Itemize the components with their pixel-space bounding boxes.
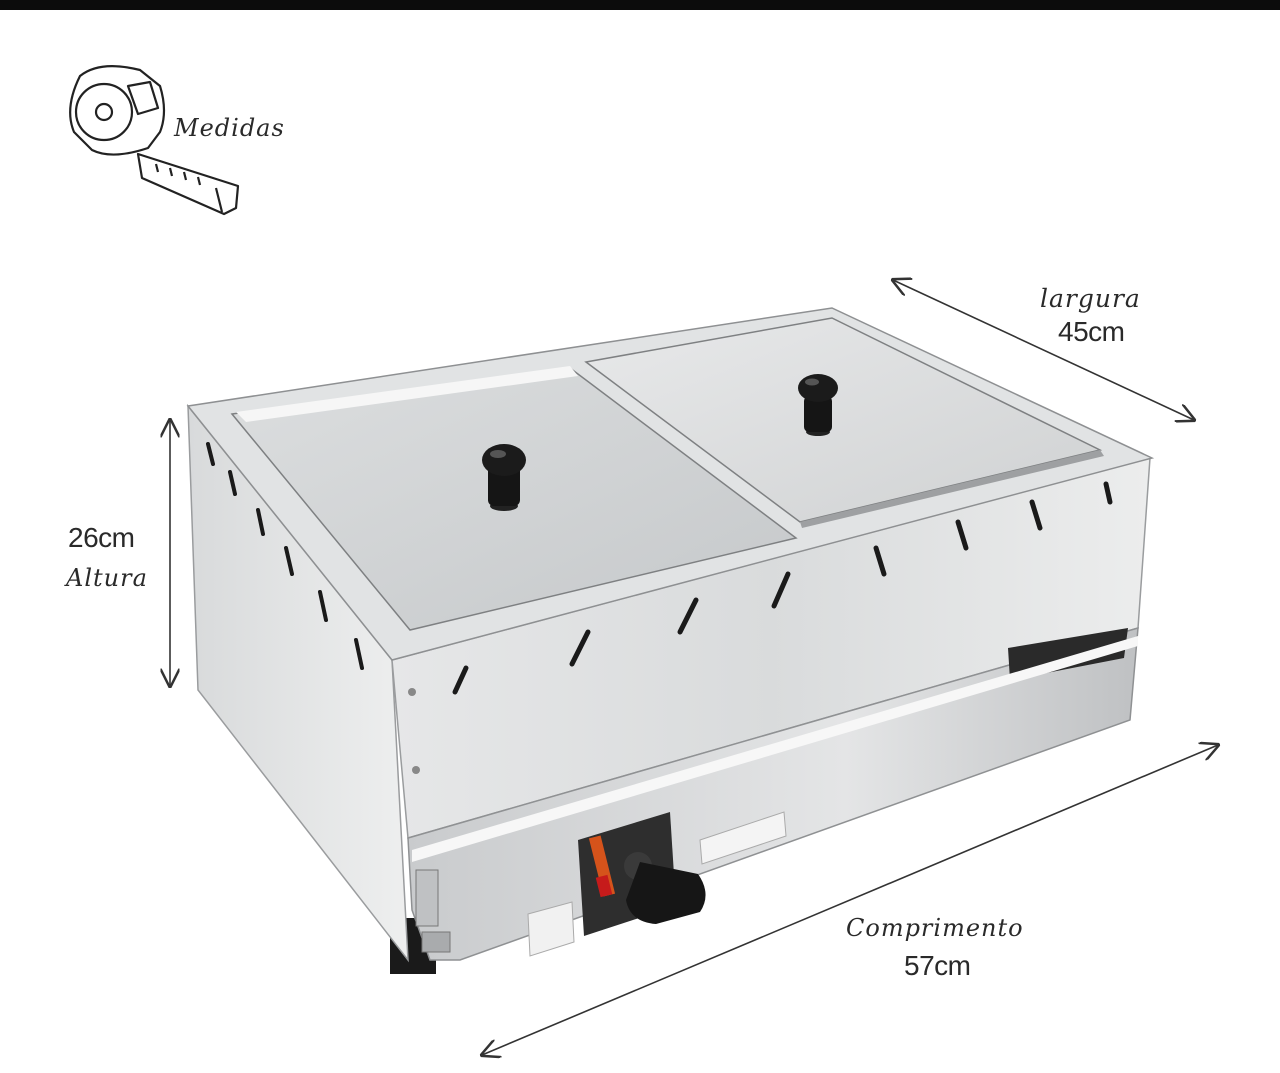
top-bar [0, 0, 1280, 10]
width-arrow [893, 280, 1194, 420]
front-vents [452, 481, 1113, 695]
legend-title: Medidas [174, 114, 285, 142]
length-arrow [482, 745, 1218, 1055]
length-label: Comprimento [846, 914, 1024, 942]
gas-inlet [415, 869, 451, 953]
left-lid-knob[interactable] [482, 444, 526, 511]
left-vents [206, 442, 364, 670]
front-screw [412, 766, 420, 774]
tape-measure-icon [69, 65, 240, 216]
height-label: Altura [66, 564, 148, 592]
lid-highlight [236, 366, 578, 422]
width-label: largura [1040, 284, 1141, 313]
height-value: 26cm [68, 522, 135, 553]
length-value: 57cm [904, 950, 971, 981]
width-value: 45cm [1058, 316, 1125, 347]
front-screw [408, 688, 416, 696]
lid-edge [800, 450, 1104, 528]
right-lid-knob[interactable] [798, 374, 838, 436]
